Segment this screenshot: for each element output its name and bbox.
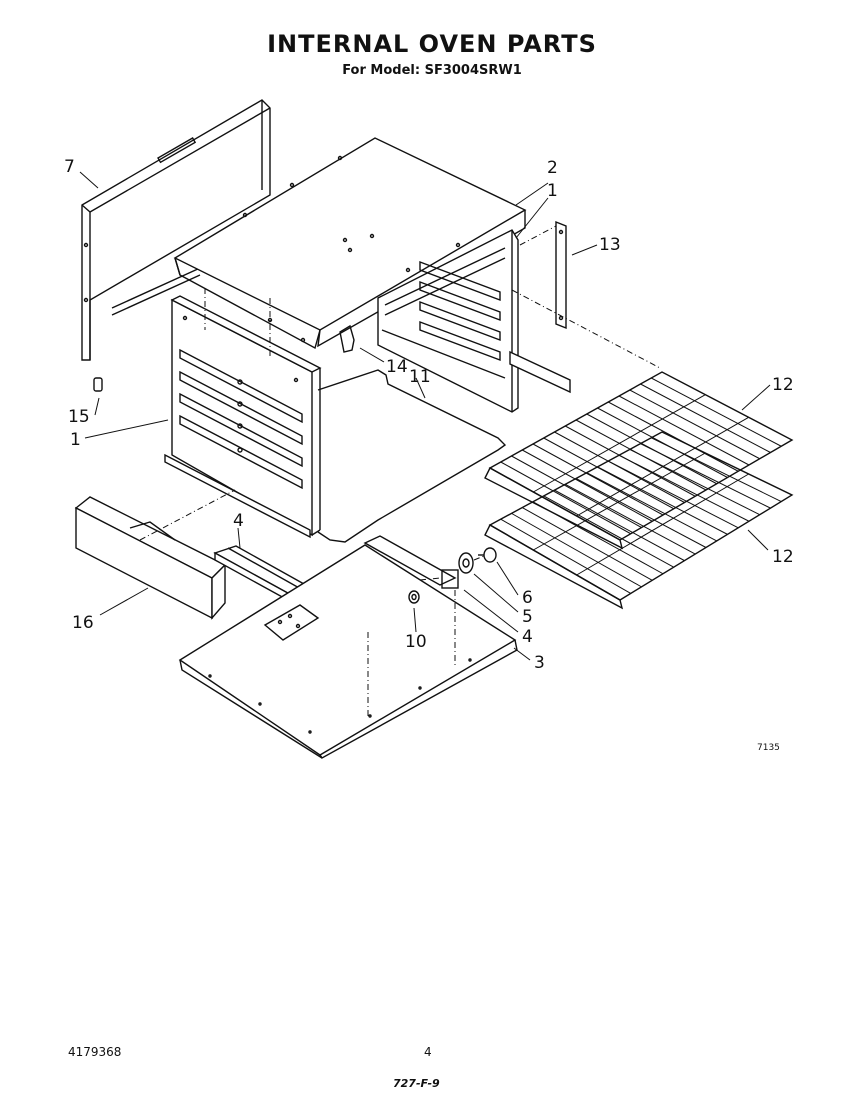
footer-page-number: 4 — [424, 1045, 432, 1059]
callout-2: 2 — [547, 158, 558, 178]
callout-6: 6 — [522, 588, 533, 608]
rack-wire — [575, 478, 707, 548]
rack-wire — [532, 443, 664, 516]
rack-wire — [608, 460, 739, 529]
rack-wire — [629, 448, 760, 516]
callout-4-top: 4 — [233, 511, 244, 531]
callout-16: 16 — [72, 613, 94, 633]
rack-wire — [618, 395, 750, 466]
rack-wire — [608, 401, 739, 472]
part-14-bracket — [339, 324, 355, 353]
assembly-lines — [139, 225, 661, 718]
rack-wire — [543, 437, 674, 510]
callout-1-top: 1 — [547, 181, 558, 201]
rack-wire — [586, 472, 717, 542]
rack-wire — [640, 443, 771, 509]
rack-wire — [522, 449, 653, 522]
rack-wire — [522, 507, 653, 581]
callout-12-bottom: 12 — [772, 547, 794, 567]
part-6-screw — [478, 547, 497, 563]
part-1-right-side-liner — [377, 229, 571, 413]
part-2-top-liner — [173, 137, 527, 350]
rack-wire — [597, 466, 728, 535]
callout-14: 14 — [386, 357, 408, 377]
footer-code: 727-F-9 — [393, 1077, 440, 1090]
figure-reference: 7135 — [757, 743, 780, 753]
rack-wire — [651, 437, 782, 503]
callout-3: 3 — [534, 653, 545, 673]
callout-4-right: 4 — [522, 627, 533, 647]
part-16-front-trim — [74, 496, 227, 620]
model-subtitle: For Model: SF3004SRW1 — [342, 63, 522, 78]
part-5-roller — [458, 552, 474, 574]
rack-wire — [651, 377, 782, 447]
rack-wire — [511, 512, 642, 588]
part-11-gasket — [317, 369, 507, 543]
callout-13: 13 — [599, 235, 621, 255]
part-12-upper-rack — [484, 371, 794, 550]
callout-11: 11 — [409, 367, 431, 387]
callout-5: 5 — [522, 607, 533, 627]
rack-wire — [532, 501, 664, 575]
rack-wire — [511, 455, 642, 528]
page-title: INTERNAL OVEN PARTS — [267, 30, 597, 58]
callout-7: 7 — [64, 157, 75, 177]
callout-1-left: 1 — [70, 430, 81, 450]
rack-cross-wire — [533, 394, 706, 493]
rack-wire — [629, 389, 760, 460]
leader-lines — [79, 171, 771, 661]
rack-cross-wire — [576, 473, 749, 576]
part-15-clip — [93, 377, 103, 392]
footer-part-number: 4179368 — [68, 1045, 122, 1059]
rack-wire — [500, 518, 631, 594]
rack-wire — [500, 461, 631, 535]
rack-wire — [565, 483, 696, 555]
part-1-left-side-liner — [164, 295, 322, 539]
callout-12-top: 12 — [772, 375, 794, 395]
part-12-lower-rack — [484, 431, 794, 610]
part-10-washer — [408, 590, 420, 604]
part-3-bottom-tray — [178, 544, 518, 759]
rack-wire — [640, 383, 771, 453]
part-13-vent-strip — [555, 220, 567, 330]
rack-wire — [618, 454, 750, 522]
rack-wire — [543, 495, 674, 568]
callout-10: 10 — [405, 632, 427, 652]
part-4-right-rail — [363, 535, 459, 589]
rack-wire — [597, 407, 728, 478]
rack-wire — [554, 489, 685, 562]
part-7-back-panel — [81, 99, 271, 361]
rack-cross-wire — [576, 416, 749, 517]
callout-15: 15 — [68, 407, 90, 427]
rack-cross-wire — [533, 452, 706, 551]
